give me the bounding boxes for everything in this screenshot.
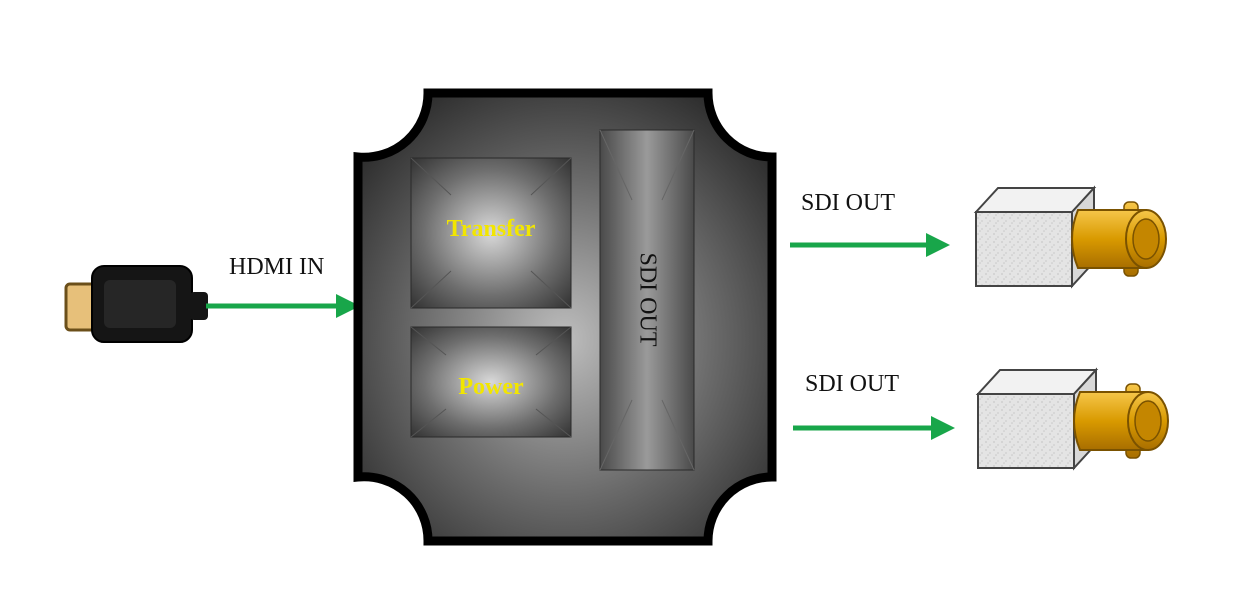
hdmi-in-arrow: [206, 294, 360, 318]
hdmi-plug-icon: [64, 265, 208, 343]
sdi-out-label-2: SDI OUT: [805, 371, 899, 397]
bnc-connector-icon: [975, 367, 1169, 471]
sdi-out-panel-label: SDI OUT: [634, 252, 661, 347]
power-button: [410, 326, 572, 438]
sdi-out-arrow-1: [790, 233, 950, 257]
transfer-button: [410, 157, 572, 309]
power-label: Power: [458, 374, 524, 400]
hdmi-in-label: HDMI IN: [229, 254, 325, 280]
sdi-out-panel: [599, 129, 695, 471]
sdi-out-label-1: SDI OUT: [801, 190, 895, 216]
transfer-label: Transfer: [446, 216, 536, 242]
sdi-out-arrow-2: [793, 416, 955, 440]
bnc-connector-icon: [973, 185, 1167, 289]
